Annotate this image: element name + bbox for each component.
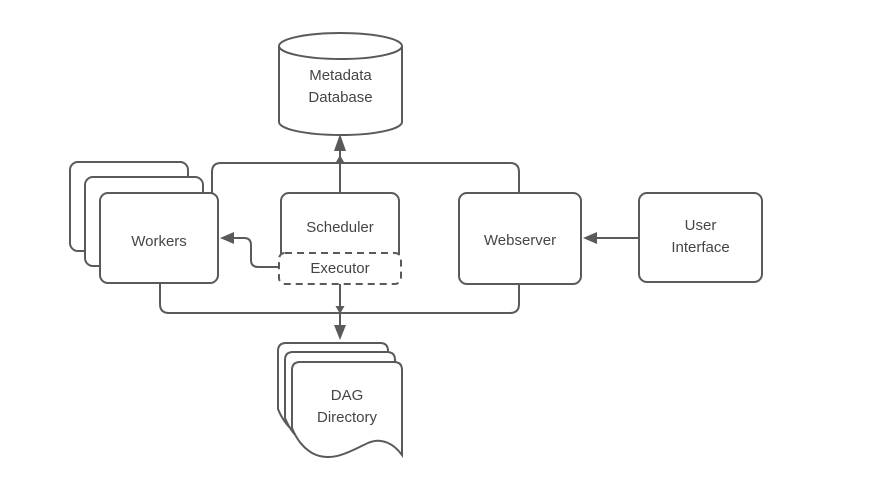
user-interface-box — [638, 192, 763, 283]
executor-box — [278, 252, 402, 285]
workers-stack — [69, 161, 219, 284]
webserver-box — [458, 192, 582, 285]
workers-box-front — [99, 192, 219, 284]
edge-top-connector — [211, 162, 520, 194]
arrowhead-metadata-database — [334, 134, 346, 151]
arrowhead-workers — [220, 232, 234, 244]
dag-directory-stack — [277, 342, 403, 459]
dag-doc-front — [291, 361, 403, 459]
arrowhead-webserver — [583, 232, 597, 244]
arrowheads — [220, 134, 597, 340]
metadata-database-cylinder — [278, 32, 403, 136]
edge-executor-to-workers — [234, 237, 279, 268]
merge-bump-top — [335, 155, 345, 163]
cylinder-body — [278, 46, 403, 136]
arrowhead-dag-directory — [334, 325, 346, 340]
cylinder-top — [278, 32, 403, 60]
merge-bump-bottom — [335, 306, 345, 314]
